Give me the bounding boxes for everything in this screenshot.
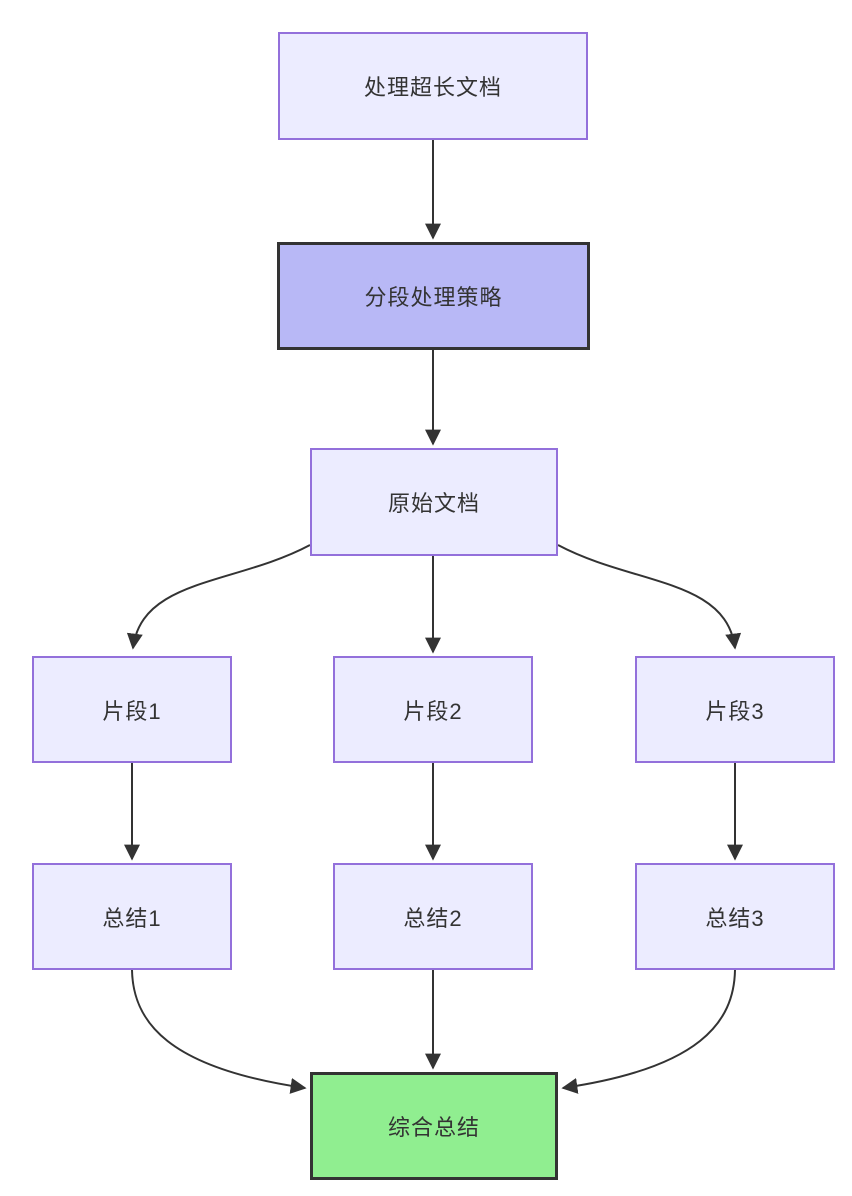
node-summary-1: 总结1 — [32, 863, 232, 970]
edge-source-to-fragment-1 — [126, 544, 311, 650]
node-fragment-3: 片段3 — [635, 656, 835, 763]
node-summary-3: 总结3 — [635, 863, 835, 970]
node-summary-2: 总结2 — [333, 863, 533, 970]
node-fragment-1: 片段1 — [32, 656, 232, 763]
node-final-summary: 综合总结 — [310, 1072, 558, 1180]
node-fragment-2: 片段2 — [333, 656, 533, 763]
node-process-long-document: 处理超长文档 — [278, 32, 588, 140]
node-original-document: 原始文档 — [310, 448, 558, 556]
edge-source-to-fragment-3 — [557, 544, 742, 650]
node-segmentation-strategy: 分段处理策略 — [277, 242, 590, 350]
edge-summary-3-to-final — [561, 969, 736, 1094]
edge-summary-1-to-final — [131, 969, 307, 1094]
